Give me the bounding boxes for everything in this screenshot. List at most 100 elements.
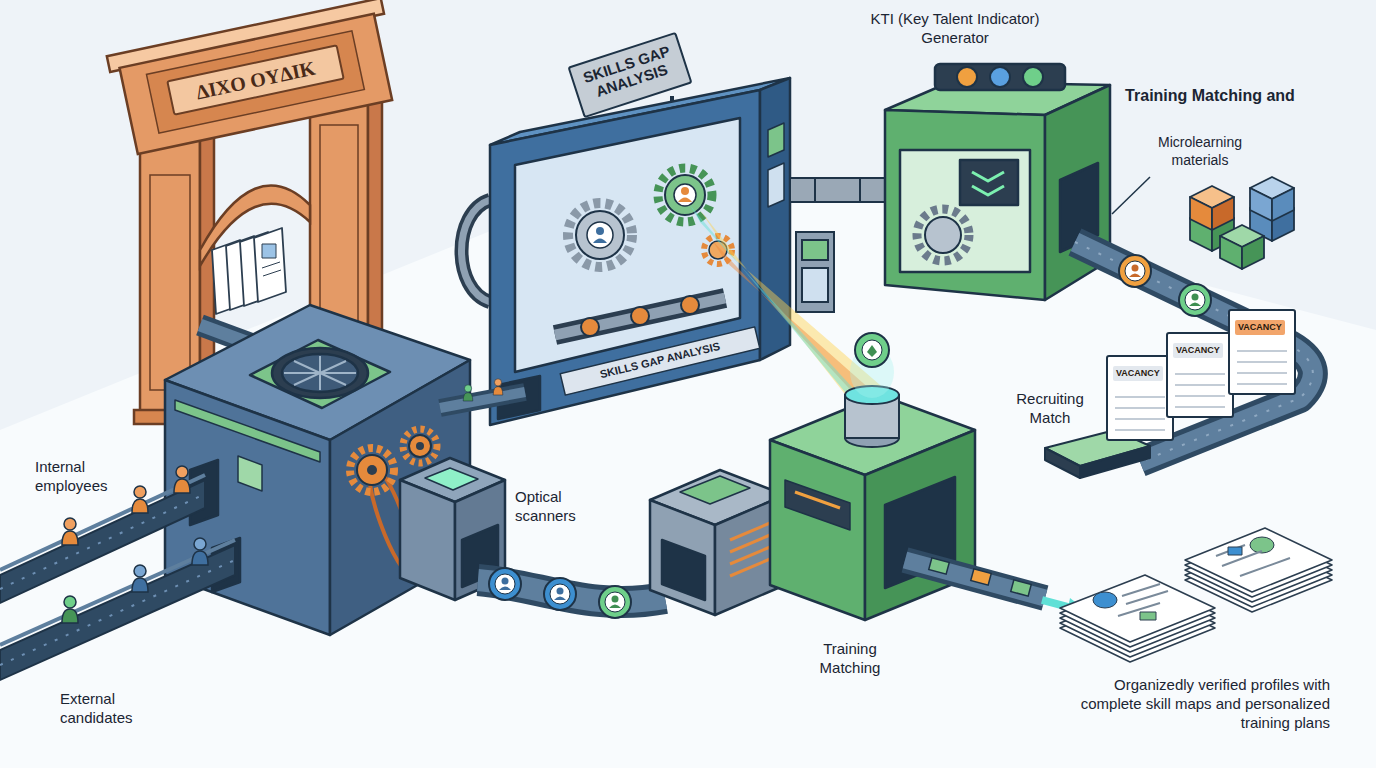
- machine-label: Optical scanners: [515, 488, 600, 526]
- vacancy-card: VACANCY: [1166, 332, 1234, 418]
- callout-label: Training Matching and: [1125, 86, 1295, 106]
- talent-coin: [1125, 261, 1145, 281]
- profile-coin: [605, 592, 625, 612]
- label-box: Training Matching and: [1125, 86, 1295, 106]
- kti-generator: [925, 217, 961, 253]
- conveyor-belt: [905, 560, 1045, 598]
- microlearning-cubes: [1220, 225, 1264, 269]
- kti-generator: [917, 209, 969, 261]
- profile-stack: [1250, 537, 1274, 553]
- person-icon: [494, 379, 501, 386]
- person-icon: [62, 596, 78, 623]
- scanner-machine: [403, 429, 437, 463]
- profile-coin: [499, 587, 511, 591]
- node-title: ΔIXO OYΔIK: [193, 56, 317, 105]
- skills-gap-machine: [665, 175, 705, 215]
- scanner-machine: [272, 348, 368, 398]
- vacancy-card: VACANCY: [1106, 355, 1174, 441]
- skills-gap-machine: [560, 327, 760, 395]
- profile-coin: [489, 568, 521, 600]
- talent-coin: [1179, 284, 1211, 316]
- skill-card-item: [929, 558, 1031, 596]
- scanner-machine: [250, 340, 390, 408]
- kti-generator: [900, 150, 1030, 272]
- profile-coin: [544, 578, 576, 610]
- microlearning-cubes: [1190, 186, 1234, 230]
- scanner-machine: [284, 356, 356, 390]
- talent-coin: [1119, 255, 1151, 287]
- profile-stack: [1216, 545, 1290, 576]
- conveyor-belt: [440, 392, 525, 408]
- skills-gap-machine: [681, 296, 699, 314]
- profile-stack: [1228, 547, 1242, 555]
- recruiting-platform: [1045, 448, 1080, 478]
- profile-coin: [609, 605, 621, 609]
- talent-coin: [1129, 274, 1141, 278]
- person-icon: [176, 466, 188, 478]
- profile-coin: [599, 586, 631, 618]
- profile-coin: [550, 584, 570, 604]
- label-box: KTI (Key Talent Indicator) Generator: [850, 10, 1060, 48]
- kti-generator: [960, 160, 1018, 205]
- node-title: SKILLS GAP ANALYSIS: [579, 41, 679, 103]
- person-icon: [493, 387, 503, 395]
- talent-coin: [1119, 255, 1151, 287]
- scanner-machine: [238, 456, 262, 491]
- skills-gap-machine: [462, 200, 491, 302]
- hologram-cylinder: [845, 333, 899, 447]
- callout-label: Microlearning materials: [1140, 134, 1260, 169]
- scanner-machine: [409, 435, 431, 457]
- leader-line: [1112, 177, 1150, 214]
- pipe: [802, 240, 828, 260]
- label-box: Organizedly verified profiles with compl…: [1060, 676, 1330, 732]
- person-icon: [64, 518, 76, 530]
- skills-gap-machine: [658, 168, 712, 222]
- arch: [150, 175, 190, 390]
- person-icon: [463, 379, 503, 401]
- arch-sign: ΔIXO OYΔIK: [166, 44, 345, 116]
- person-icon: [134, 565, 146, 577]
- arch: [107, 0, 402, 156]
- microlearning-cubes: [1190, 197, 1212, 230]
- arch: [146, 31, 364, 133]
- skills-gap-machine: [678, 198, 692, 203]
- person-icon: [134, 486, 146, 498]
- label-box: Microlearning materials: [1140, 134, 1260, 169]
- pipe: [859, 178, 861, 202]
- document-stack: [263, 270, 281, 276]
- talent-coin: [1132, 265, 1139, 272]
- skills-gap-machine: [568, 203, 632, 267]
- profile-stack: [1060, 575, 1215, 642]
- escalator: [0, 545, 235, 680]
- talent-coin: [1185, 290, 1205, 310]
- skill-card-item: [929, 558, 949, 574]
- talent-coin: [1192, 294, 1199, 301]
- skills-gap-machine: [681, 187, 689, 195]
- skills-gap-machine: [581, 318, 599, 336]
- skills-gap-machine: [560, 327, 760, 395]
- conveyor-belt: [1075, 242, 1313, 462]
- microlearning-cubes: [1190, 177, 1294, 269]
- person-icon: [64, 596, 76, 608]
- profile-coin: [557, 588, 564, 595]
- profile-coin: [502, 578, 509, 585]
- node-title: VACANCY: [1173, 343, 1223, 358]
- recruiting-platform: [1080, 446, 1150, 478]
- pipe: [796, 232, 834, 312]
- skills-gap-machine: [462, 78, 791, 425]
- person-icon: [62, 609, 78, 623]
- light-beam: [690, 205, 862, 398]
- node-title: VACANCY: [1113, 366, 1163, 381]
- person-icon: [132, 565, 148, 592]
- hologram-cylinder: [867, 345, 877, 357]
- machine-label: KTI (Key Talent Indicator) Generator: [850, 10, 1060, 48]
- training-machine: [865, 430, 975, 620]
- scanner-machine: [350, 448, 394, 492]
- microlearning-cubes: [1220, 236, 1242, 269]
- conveyor-belt: [1075, 242, 1313, 462]
- label-box: Recruiting Match: [1000, 390, 1100, 428]
- processing-machine: [650, 470, 785, 615]
- optical-scanner: [425, 468, 478, 490]
